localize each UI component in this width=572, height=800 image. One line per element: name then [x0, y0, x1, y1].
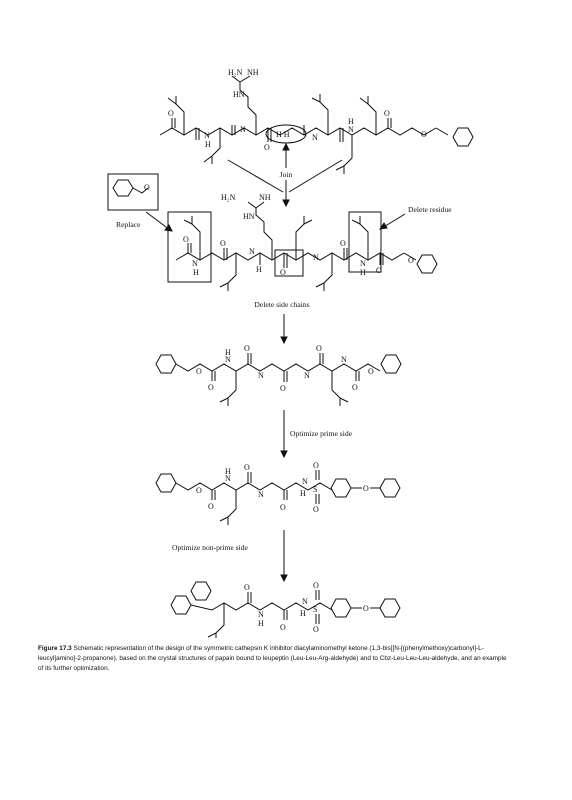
figure-caption: Figure 17.3 Schematic representation of … [38, 644, 508, 675]
atom-label: N [348, 125, 354, 134]
atom-label: H [300, 489, 306, 498]
arrow-optimize-prime [280, 410, 288, 459]
atom-label: O [363, 604, 369, 613]
atom-label: O [363, 484, 369, 493]
atom-label: O [168, 109, 174, 118]
structure-nonprime-optimized [170, 581, 401, 638]
atom-label: HN [233, 90, 245, 99]
atom-label: H [300, 609, 306, 618]
atom-label: N [225, 474, 231, 483]
label-delete-side-chains: Delete side chains [254, 300, 309, 309]
label-optimize-nonprime: Optimize non-prime side [172, 543, 249, 552]
atom-label: O [280, 384, 286, 393]
atom-label: S [313, 485, 317, 494]
atom-label: O [280, 623, 286, 632]
atom-label: N [258, 490, 264, 499]
atom-label: H₂N [221, 193, 236, 202]
arrow-optimize-nonprime [280, 530, 288, 583]
structure-leupeptin-pair [159, 75, 474, 174]
arrow-delete-side-chains [280, 314, 288, 345]
atom-label: O [196, 486, 202, 495]
atom-label: O [244, 463, 250, 472]
atom-label: N [302, 477, 308, 486]
atom-label: N [258, 371, 264, 380]
atom-label: O [313, 461, 319, 470]
atom-label: N [249, 247, 255, 256]
atom-label: O [376, 266, 382, 275]
atom-label: O [408, 256, 414, 265]
atom-label: O [144, 183, 150, 192]
atom-label: O [208, 502, 214, 511]
atom-label: NH [247, 68, 259, 77]
atom-label: O [280, 503, 286, 512]
atom-label: O [313, 505, 319, 514]
atom-label: O [220, 239, 226, 248]
atom-label: N [240, 125, 246, 134]
label-delete-residue: Delete residue [408, 205, 452, 214]
atom-label: O [313, 581, 319, 590]
join-arrows [227, 142, 343, 208]
atom-label: H [348, 117, 354, 126]
atom-label: N [204, 131, 210, 140]
atom-label: O [313, 625, 319, 634]
label-join: Join [280, 170, 293, 179]
caption-text: Schematic representation of the design o… [38, 645, 507, 673]
atom-label: O [368, 367, 374, 376]
atom-label: N [192, 259, 198, 268]
atom-label: H [193, 268, 199, 277]
row2-atom-labels: O H₂N NH HN O N H O N H O N O N H O O [144, 183, 414, 277]
atom-label: S [313, 605, 317, 614]
row3-atom-labels: O O N H O N O N O N O O [196, 344, 374, 393]
row1-atom-labels: H₂N NH HN O N H N H H O N N H O O [168, 68, 427, 152]
atom-label: O [340, 239, 346, 248]
atom-label: NH [259, 193, 271, 202]
label-optimize-prime: Optimize prime side [290, 429, 353, 438]
structure-prime-optimized [155, 470, 401, 525]
atom-label: H [225, 467, 231, 476]
atom-label: N [258, 610, 264, 619]
atom-label: HN [243, 212, 255, 221]
atom-label: N [360, 259, 366, 268]
chemical-scheme: H₂N NH HN O N H N H H O N N H O O Join [107, 68, 474, 638]
atom-label: O [208, 383, 214, 392]
atom-label: H [360, 268, 366, 277]
row5-atom-labels: O N H O N H S O O O [244, 581, 369, 634]
atom-label: O [421, 130, 427, 139]
figure-label: Figure 17.3 [38, 645, 72, 652]
label-replace: Replace [116, 220, 141, 229]
structure-combined [107, 173, 438, 291]
atom-label: H₂N [228, 68, 243, 77]
atom-label: O [244, 583, 250, 592]
atom-label: N [313, 253, 319, 262]
atom-label: N [225, 355, 231, 364]
atom-label: H [256, 265, 262, 274]
row4-atom-labels: O O N H O N O N H S O O O [196, 461, 369, 514]
atom-label: H H [276, 130, 290, 139]
atom-label: N [302, 597, 308, 606]
atom-label: O [264, 143, 270, 152]
atom-label: H [225, 348, 231, 357]
structure-diacylaminomethyl-ketone [155, 353, 402, 406]
atom-label: N [312, 133, 318, 142]
atom-label: O [352, 383, 358, 392]
atom-label: H [258, 619, 264, 628]
atom-label: N [304, 371, 310, 380]
atom-label: O [280, 268, 286, 277]
atom-label: O [244, 344, 250, 353]
atom-label: H [205, 140, 211, 149]
atom-label: N [341, 355, 347, 364]
atom-label: O [183, 235, 189, 244]
atom-label: O [384, 109, 390, 118]
atom-label: O [316, 344, 322, 353]
atom-label: O [196, 367, 202, 376]
